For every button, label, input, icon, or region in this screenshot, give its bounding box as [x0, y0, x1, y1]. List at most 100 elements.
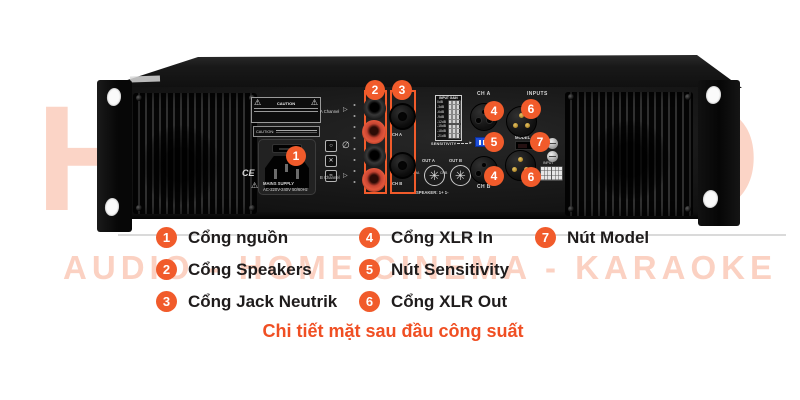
out-b-ch-text: CHB: [440, 171, 448, 175]
legend-label: Cổng XLR In: [391, 227, 493, 247]
socket-pin: [296, 169, 299, 179]
input-config-label: INPUT: [543, 161, 554, 165]
warning-triangle-icon: ⚠: [251, 181, 259, 190]
screw: [685, 206, 691, 212]
screw: [249, 205, 255, 211]
caution-small-label: CAUTION:: [253, 126, 320, 137]
model-label: MODEL: [515, 135, 531, 140]
legend-item-3: 3 Cổng Jack Neutrik: [156, 291, 337, 312]
screw: [136, 95, 142, 101]
screw: [136, 205, 142, 211]
screw: [568, 94, 574, 100]
amp-base: [112, 212, 732, 219]
legend-label: Nút Sensitivity: [391, 259, 510, 279]
gain-cells: [449, 119, 460, 124]
terminal-link-dots: [352, 102, 357, 190]
input-gain-title: INPUT GAIN: [439, 96, 458, 100]
legend-number-badge: 3: [156, 291, 177, 312]
legend-label: Nút Model: [567, 227, 650, 247]
out-a-label: OUT A: [422, 158, 435, 163]
screw: [685, 94, 691, 100]
trimmer: [547, 138, 558, 149]
speakon-a-label: CH A: [392, 132, 403, 137]
gain-cells: [449, 100, 460, 105]
trimmer: [547, 151, 558, 162]
legend-number-badge: 2: [156, 259, 177, 280]
callout-marker-1: 1: [286, 146, 306, 166]
caution-small-fineprint: [276, 130, 317, 133]
speakon-jack-b: [389, 152, 416, 179]
legend-label: Cổng Jack Neutrik: [188, 291, 338, 311]
legend-number-badge: 7: [535, 227, 556, 248]
gain-cells: [449, 129, 460, 133]
xlr-hole: [481, 162, 487, 168]
speakon-b-label: CH B: [392, 181, 403, 186]
gain-step: -15dB: [437, 124, 447, 129]
callout-marker-5: 5: [484, 132, 504, 152]
xlr-pin: [512, 122, 518, 128]
legend-item-6: 6 Cổng XLR Out: [359, 291, 507, 312]
speakon-jack-a: [389, 103, 416, 130]
input-gain-chart: INPUT GAIN 0dB -3dB -6dB -9dB -12dB -15d…: [435, 95, 462, 141]
legend-label: Cổng XLR Out: [391, 291, 508, 311]
xlr-pin: [518, 157, 524, 163]
gain-step: -3dB: [437, 105, 445, 110]
callout-marker-6a: 6: [521, 99, 541, 119]
legend-item-4: 4 Cổng XLR In: [359, 227, 493, 248]
cert-icon: ≈: [325, 170, 337, 182]
caution-small-text: CAUTION:: [256, 129, 275, 134]
lid-sticker: [129, 75, 161, 83]
input-config-chart: [541, 167, 562, 180]
gain-step: -21dB: [437, 133, 447, 138]
legend-number-badge: 6: [359, 291, 380, 312]
warning-triangle-icon: ⚠: [310, 98, 318, 107]
mains-voltage-text: AC-220V-240V 50/60Hz: [263, 187, 308, 192]
callout-marker-4b: 4: [484, 166, 504, 186]
speaker-icon: ▷: [343, 173, 348, 179]
legend-item-2: 2 Cổng Speakers: [156, 259, 312, 280]
socket-pin: [274, 169, 277, 179]
speaker-note: SPEAKER: 1+ 1-: [416, 190, 449, 195]
dashed-arrow-line: [457, 143, 469, 144]
warning-triangle-icon: ⚠: [254, 98, 262, 107]
socket-pin: [285, 164, 288, 172]
xlr-hole: [487, 118, 492, 123]
xlr-hole: [476, 171, 481, 176]
cert-icon: ✕: [325, 155, 337, 167]
out-a-diagram: ✳: [424, 165, 445, 186]
caution-label: ⚠ CAUTION ⚠: [251, 97, 321, 123]
binding-post-black: [363, 97, 386, 120]
fan-shadow: [590, 120, 670, 200]
out-b-diagram: ✳: [450, 165, 471, 186]
legend-item-7: 7 Nút Model: [535, 227, 649, 248]
caution-fineprint: [254, 108, 318, 114]
legend-number-badge: 4: [359, 227, 380, 248]
callout-marker-4a: 4: [484, 101, 504, 121]
channel-a-text: A Channel: [320, 109, 340, 114]
gain-cells: [449, 105, 460, 109]
legend-item-5: 5 Nút Sensitivity: [359, 259, 509, 280]
channel-b-text: B Channel: [320, 175, 340, 180]
diagram-caption: Chi tiết mặt sau đầu công suất: [262, 321, 524, 341]
xlr-pin: [525, 122, 531, 128]
xlr-ch-b-label: CH B: [477, 184, 491, 190]
gain-cells: [449, 110, 460, 114]
legend-number-badge: 5: [359, 259, 380, 280]
out-b-label: OUT B: [449, 158, 463, 163]
legend-label: Cổng Speakers: [188, 259, 312, 279]
no-symbol-icon: ∅: [342, 140, 350, 150]
sensitivity-pointer: SENSITIVITY ▸: [431, 141, 472, 146]
fan-shadow: [140, 125, 220, 205]
gain-step: -6dB: [437, 109, 445, 114]
gain-cells: [449, 124, 460, 129]
callout-marker-2: 2: [365, 80, 385, 100]
speaker-icon: ▷: [343, 107, 348, 113]
legend-number-badge: 1: [156, 227, 177, 248]
binding-post-red: [362, 120, 386, 144]
gain-cells: [449, 134, 460, 138]
gain-cells: [449, 114, 460, 119]
legend-divider-line: [118, 234, 786, 236]
legend-label: Cổng nguồn: [188, 227, 289, 247]
callout-marker-3: 3: [392, 80, 412, 100]
inputs-label: INPUTS: [527, 91, 548, 97]
